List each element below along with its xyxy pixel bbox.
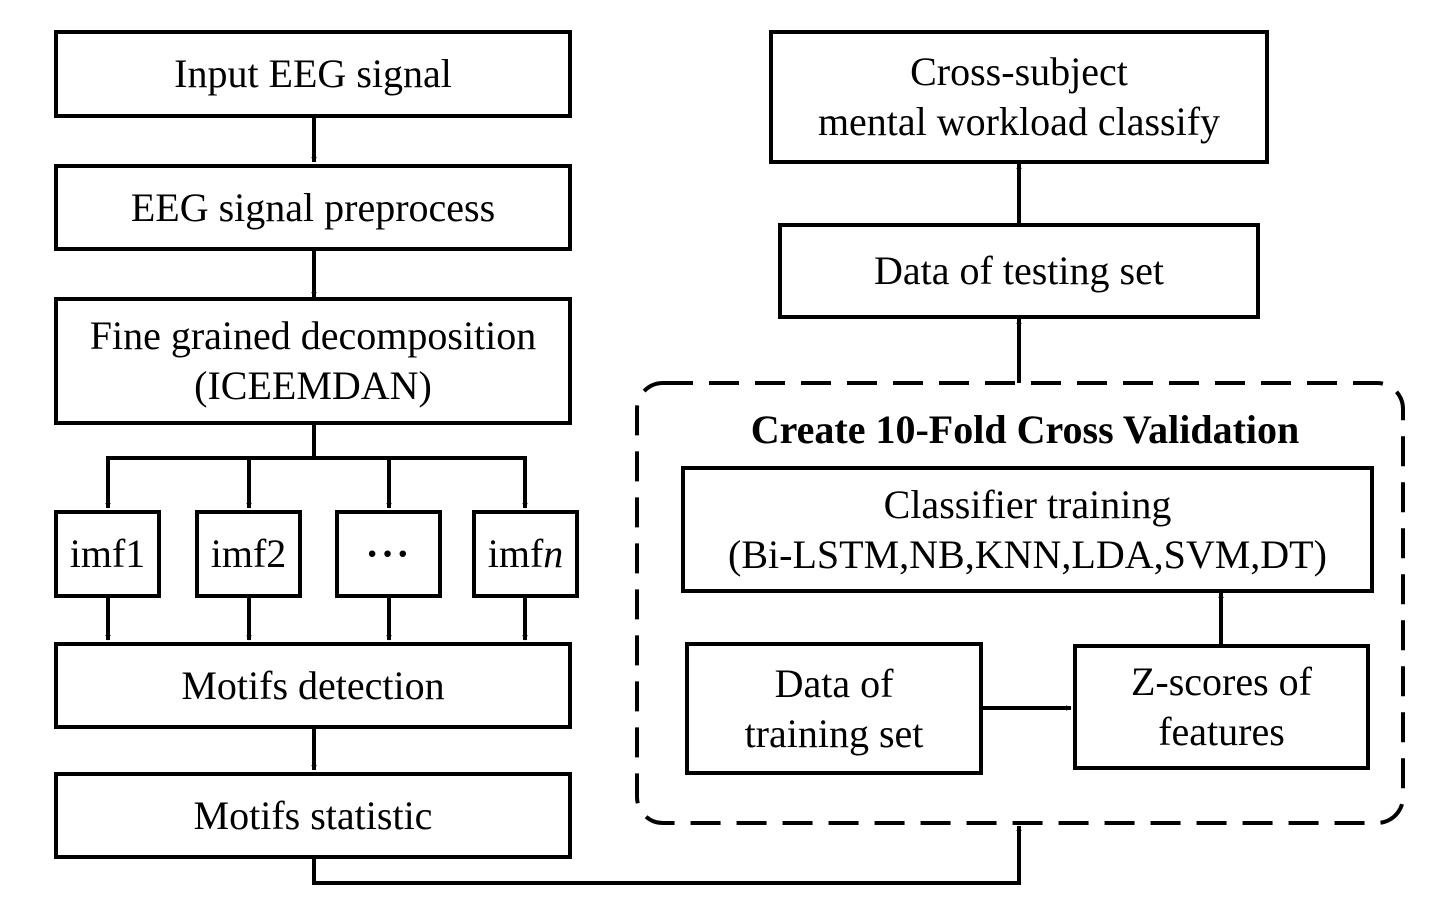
classifier-training-box: Classifier training (Bi-LSTM,NB,KNN,LDA,… xyxy=(681,466,1374,593)
motifs-detection-label: Motifs detection xyxy=(181,662,445,708)
imfn-suffix: n xyxy=(543,531,564,576)
motifs-detection-box: Motifs detection xyxy=(54,642,572,729)
classifier-label-line1: Classifier training xyxy=(883,481,1172,527)
arrow-statistic-to-cv-group xyxy=(312,825,1022,885)
imf1-label: imf1 xyxy=(69,531,146,576)
zscores-box: Z-scores of features xyxy=(1073,644,1370,770)
imf2-box: imf2 xyxy=(195,510,302,598)
decomposition-label-line2: (ICEEMDAN) xyxy=(194,363,432,408)
eeg-preprocess-box: EEG signal preprocess xyxy=(54,164,572,251)
motifs-statistic-box: Motifs statistic xyxy=(54,772,572,859)
imfn-label: imfn xyxy=(488,529,564,579)
imfn-box: imfn xyxy=(472,510,579,598)
imfn-prefix: imf xyxy=(487,531,544,576)
motifs-statistic-label: Motifs statistic xyxy=(193,792,433,838)
eeg-preprocess-label: EEG signal preprocess xyxy=(130,184,496,230)
training-set-box: Data of training set xyxy=(685,642,983,775)
classifier-label-line2: (Bi-LSTM,NB,KNN,LDA,SVM,DT) xyxy=(728,531,1327,577)
imf-ellipsis-box: ··· xyxy=(335,510,442,598)
cv-group-border xyxy=(635,381,1405,825)
imf1-box: imf1 xyxy=(54,510,161,598)
zscores-label-line1: Z-scores of xyxy=(1130,659,1313,704)
testing-set-box: Data of testing set xyxy=(778,223,1260,319)
decomposition-box: Fine grained decomposition (ICEEMDAN) xyxy=(54,297,572,425)
cross-subject-classify-box: Cross-subject mental workload classify xyxy=(769,30,1269,164)
decomposition-label-line1: Fine grained decomposition xyxy=(89,313,537,358)
testing-set-label: Data of testing set xyxy=(874,248,1164,293)
classify-label-line1: Cross-subject xyxy=(910,49,1128,94)
zscores-label-line2: features xyxy=(1158,709,1285,754)
classify-label-line2: mental workload classify xyxy=(817,99,1221,144)
training-label-line2: training set xyxy=(744,710,924,756)
input-eeg-signal-label: Input EEG signal xyxy=(174,51,452,96)
input-eeg-signal-box: Input EEG signal xyxy=(54,30,572,118)
training-label-line1: Data of xyxy=(774,660,894,706)
cv-group-title: Create 10-Fold Cross Validation xyxy=(750,407,1300,452)
imf-ellipsis-label: ··· xyxy=(365,531,412,576)
imf2-label: imf2 xyxy=(210,531,287,576)
